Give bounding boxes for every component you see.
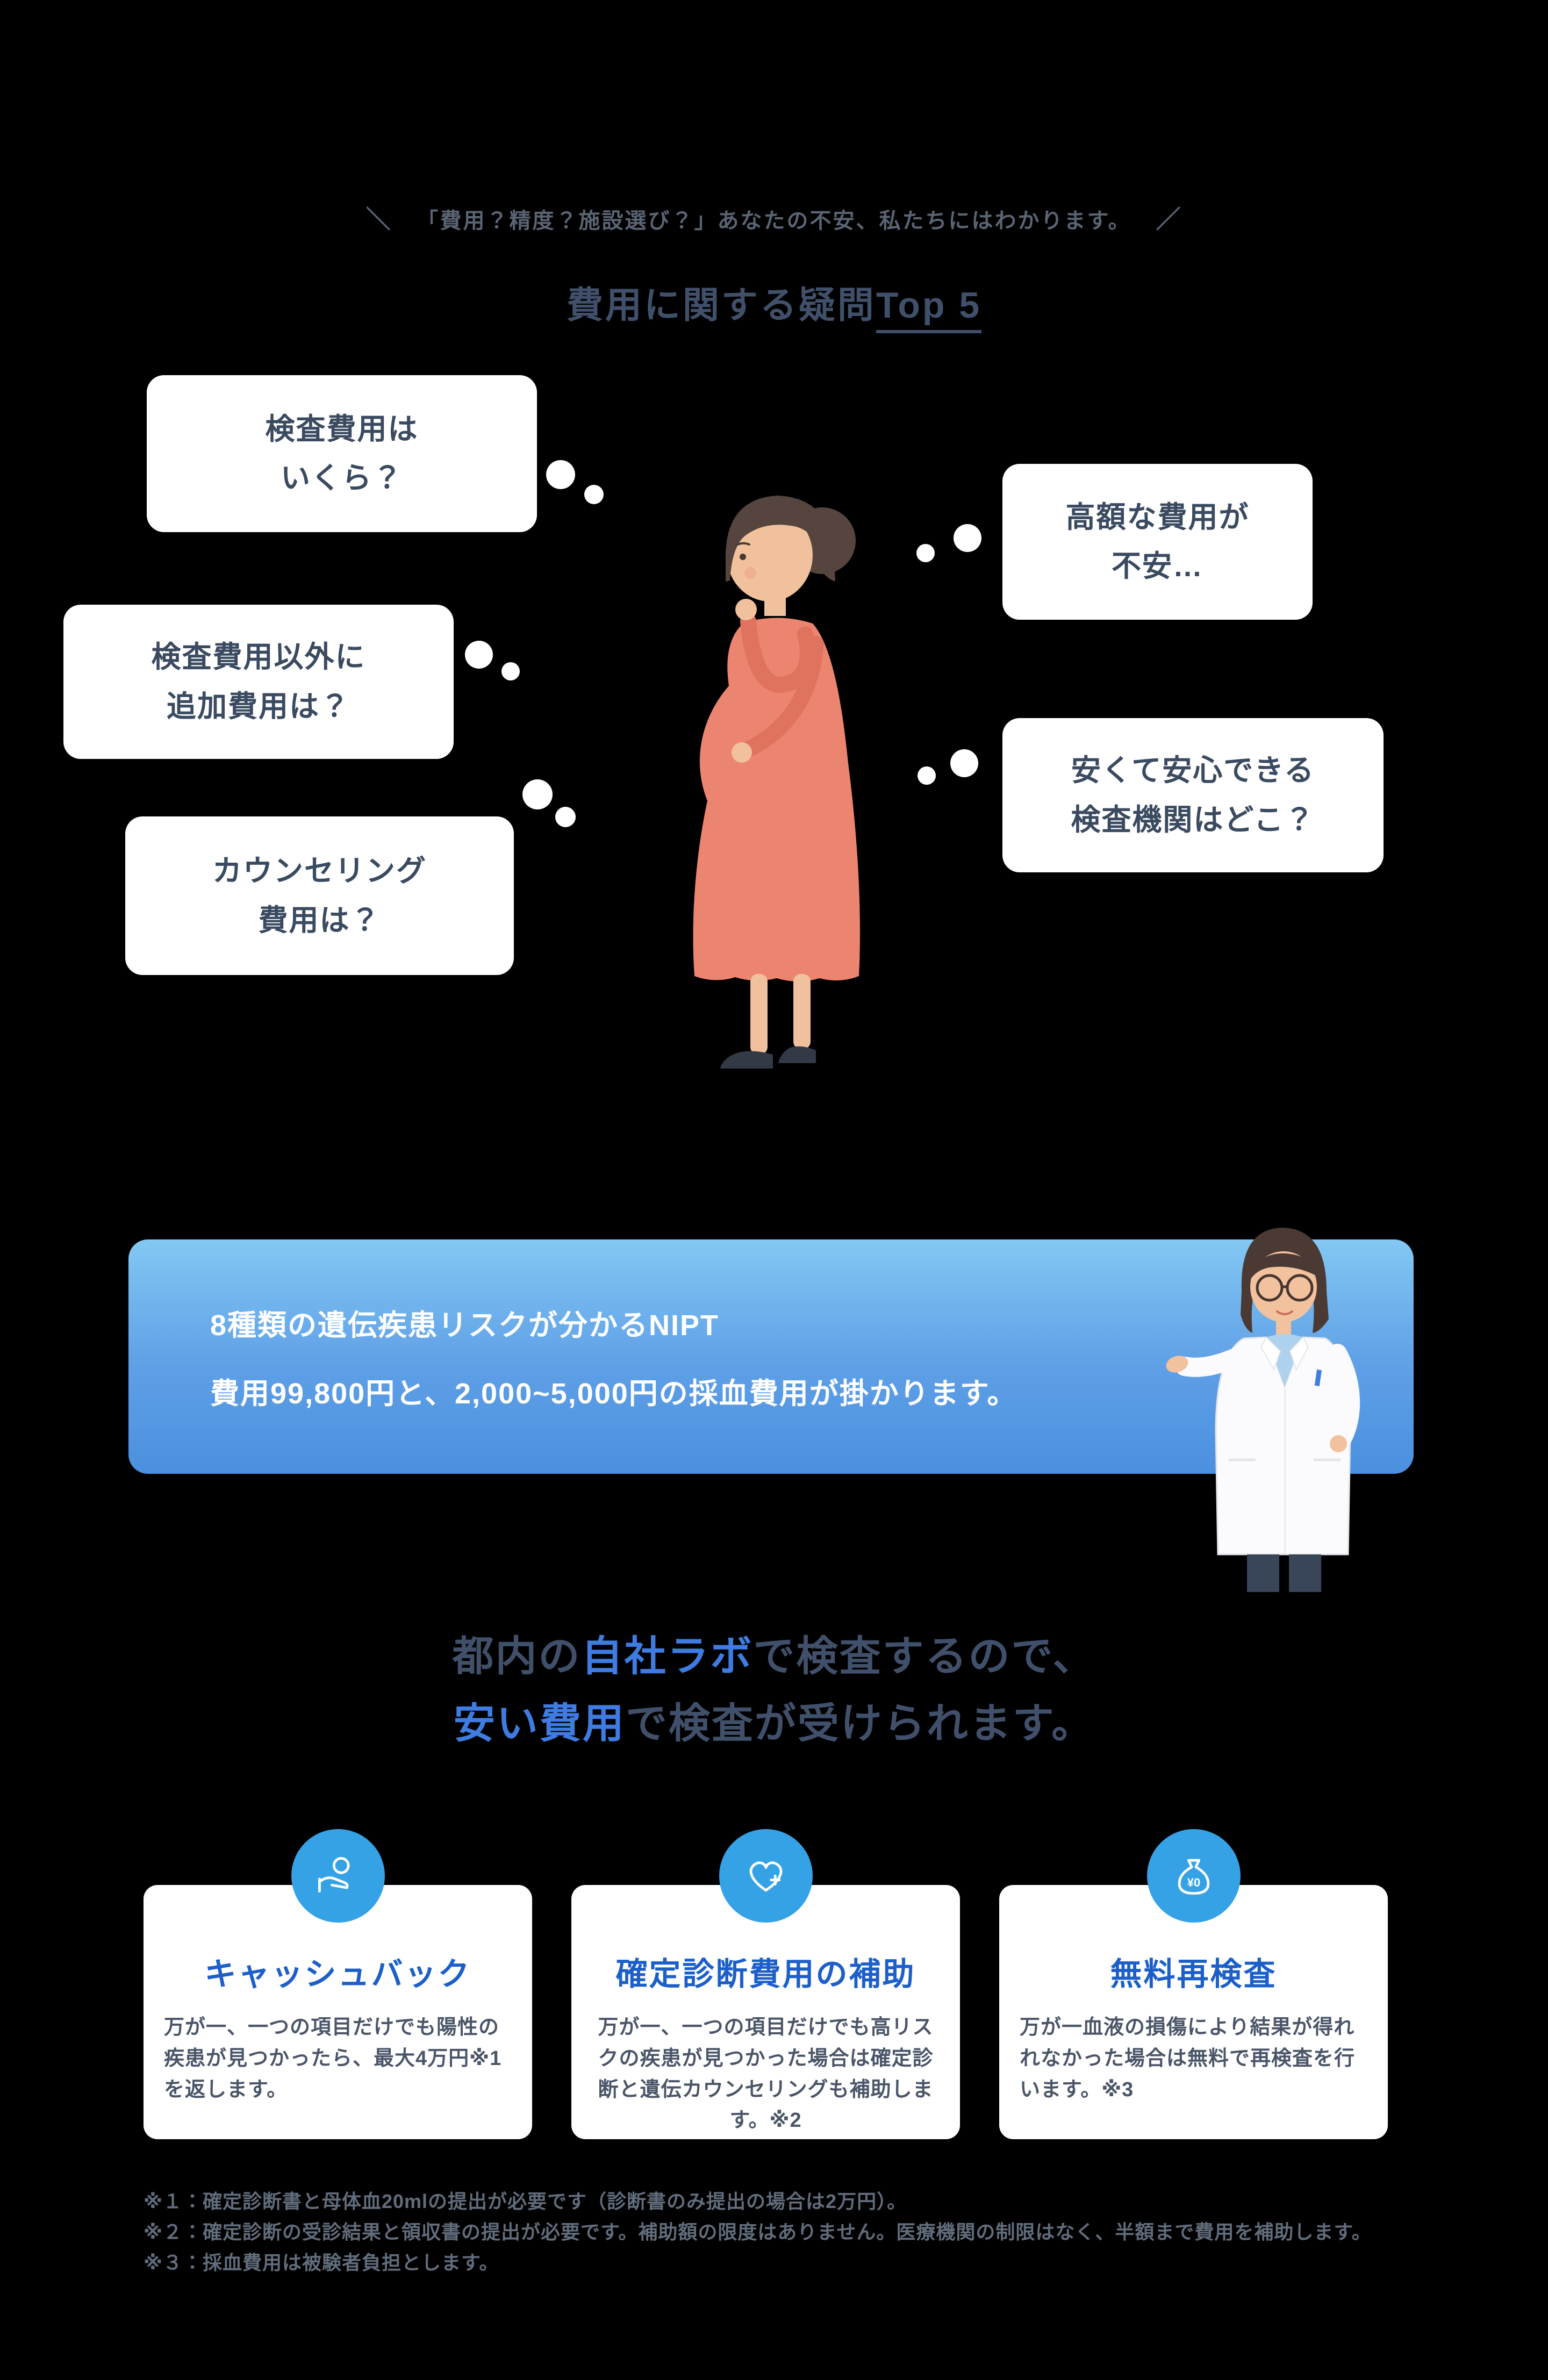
bubble-line: 安くて安心できる [1071, 754, 1315, 787]
card-body: 万が一、一つの項目だけでも高リスクの疾患が見つかった場合は確定診断と遺伝カウンセ… [598, 2016, 934, 2132]
bubble-line: 検査機関はどこ？ [1071, 802, 1315, 836]
lab-accent-text: 安い費用 [453, 1700, 626, 1747]
answer-line-1: 8種類の遺伝疾患リスクが分かるNIPT [210, 1309, 720, 1342]
bubble-line: いくら？ [280, 461, 403, 494]
lab-accent-text: 自社ラボ [581, 1633, 754, 1680]
card-title: 確定診断費用の補助 [615, 1956, 916, 1992]
thought-dot [950, 749, 978, 777]
pregnant-woman-illustration [645, 467, 898, 1106]
thought-dot [584, 485, 604, 504]
tagline: ＼ 「費用？精度？施設選び？」あなたの不安、私たちにはわかります。 ／ [0, 200, 1548, 235]
thought-dot [546, 460, 575, 489]
thought-bubble-counseling: カウンセリング 費用は？ [125, 816, 514, 975]
card-title: 無料再検査 [1110, 1956, 1277, 1992]
tagline-left-slash-icon: ＼ [366, 205, 392, 233]
answer-box: 8種類の遺伝疾患リスクが分かるNIPT 費用99,800円と、2,000~5,0… [128, 1239, 1414, 1474]
thought-bubble-expensive: 高額な費用が 不安… [1002, 464, 1313, 620]
heading-top5: Top 5 [876, 285, 982, 333]
lab-message: 都内の自社ラボで検査するので、 安い費用で検査が受けられます。 [0, 1623, 1548, 1757]
bubble-line: 不安… [1111, 549, 1203, 583]
hand-coin-icon [291, 1829, 385, 1923]
footnote-1: ※１：確定診断書と母体血20mlの提出が必要です（診断書のみ提出の場合は2万円）… [144, 2190, 907, 2212]
lab-message-line-2: 安い費用で検査が受けられます。 [0, 1690, 1548, 1758]
thought-dot [555, 807, 576, 827]
section-heading: 費用に関する疑問Top 5 [0, 275, 1548, 333]
card-diagnosis-subsidy: 確定診断費用の補助 万が一、一つの項目だけでも高リスクの疾患が見つかった場合は確… [571, 1829, 960, 2139]
thought-dot [954, 524, 981, 552]
bubble-line: カウンセリング [212, 854, 427, 888]
bubble-line: 高額な費用が [1065, 500, 1250, 534]
card-title: キャッシュバック [204, 1956, 471, 1992]
tagline-right-slash-icon: ／ [1156, 205, 1182, 233]
money-bag-label: ¥0 [1187, 1876, 1200, 1889]
thought-bubble-cheap-safe: 安くて安心できる 検査機関はどこ？ [1002, 718, 1384, 872]
footnotes: ※１：確定診断書と母体血20mlの提出が必要です（診断書のみ提出の場合は2万円）… [144, 2189, 1434, 2281]
tagline-text: 「費用？精度？施設選び？」あなたの不安、私たちにはわかります。 [417, 209, 1131, 233]
heart-plus-icon [719, 1829, 813, 1923]
card-free-retest: ¥0 無料再検査 万が一血液の損傷により結果が得れれなかった場合は無料で再検査を… [999, 1829, 1388, 2139]
lab-text: で検査するので、 [753, 1633, 1096, 1680]
thought-dot [916, 544, 935, 562]
heading-text: 費用に関する疑問 [566, 285, 876, 326]
lab-text: で検査が受けられます。 [625, 1700, 1095, 1747]
bubble-line: 追加費用は？ [166, 689, 350, 723]
footnote-2: ※２：確定診断の受診結果と領収書の提出が必要です。補助額の限度はありません。医療… [144, 2220, 1372, 2243]
card-body: 万が一血液の損傷により結果が得れれなかった場合は無料で再検査を行います。※3 [1020, 2016, 1356, 2101]
bubble-line: 費用は？ [258, 903, 381, 937]
thought-bubble-exam-cost: 検査費用は いくら？ [147, 375, 537, 532]
thought-dot [918, 766, 936, 785]
money-bag-icon: ¥0 [1146, 1829, 1241, 1923]
thought-dot [465, 641, 493, 669]
bubble-line: 検査費用は [265, 412, 419, 446]
lab-text: 都内の [452, 1633, 582, 1680]
thought-dot [522, 779, 553, 809]
footnote-3: ※３：採血費用は被験者負担とします。 [144, 2251, 499, 2274]
bubble-line: 検査費用以外に [151, 640, 366, 674]
doctor-illustration [1156, 1205, 1408, 1594]
answer-line-2: 費用99,800円と、2,000~5,000円の採血費用が掛かります。 [210, 1378, 1017, 1410]
card-cashback: キャッシュバック 万が一、一つの項目だけでも陽性の疾患が見つかったら、最大4万円… [144, 1829, 532, 2139]
thought-dot [501, 662, 520, 680]
lab-message-line-1: 都内の自社ラボで検査するので、 [0, 1623, 1548, 1690]
card-body: 万が一、一つの項目だけでも陽性の疾患が見つかったら、最大4万円※1を返します。 [164, 2016, 502, 2101]
thought-bubble-extra-cost: 検査費用以外に 追加費用は？ [63, 605, 454, 759]
